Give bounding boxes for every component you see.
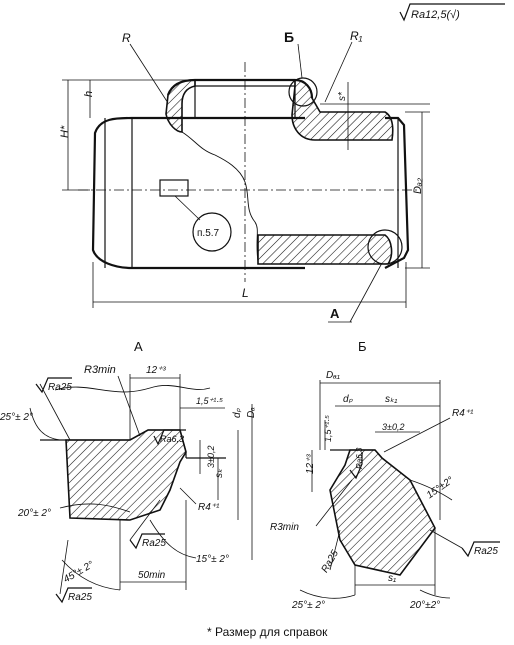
main-view: п.5.7 R Б R₁ s* h H* Dₐ₂ L (59, 29, 430, 323)
detail-B-section (329, 449, 436, 576)
A-sk: sₖ (214, 468, 225, 478)
B-dim-3: 3±0,2 (382, 422, 404, 432)
B-ra63-symbol (349, 452, 363, 480)
label-A: А (330, 306, 340, 321)
label-s-star: s* (337, 91, 348, 101)
ref-circle (192, 212, 232, 252)
B-ra25-left-leader (329, 529, 341, 571)
section-top-left (165, 79, 196, 133)
B-dp: dₚ (343, 394, 354, 405)
A-ra25-top-symbol (35, 377, 72, 394)
detail-A-title: А (134, 339, 143, 354)
B-r4: R4⁺¹ (452, 408, 474, 419)
ref-note-text: п.5.7 (197, 228, 220, 239)
A-r4-leader (179, 487, 197, 505)
label-B: Б (284, 29, 294, 45)
A-ra25-mid-symbol (129, 533, 165, 550)
B-r3min: R3min (270, 522, 299, 533)
A-angle-45: 45°± 2° (62, 559, 96, 585)
B-Da1: Dₐ₁ (326, 370, 340, 381)
B-ra63: Ra6,3 (355, 447, 364, 469)
A-dim-12-text: 12⁺³ (146, 365, 166, 376)
B-r4-leader (383, 417, 451, 453)
A-ra25-bottom-leader (59, 539, 69, 595)
A-angle-25-arc (29, 407, 61, 441)
A-angle-45-arc (61, 559, 121, 591)
A-ra63-symbol (153, 429, 186, 446)
A-Da: Dₐ (246, 407, 257, 418)
B-angle-25: 25°± 2° (291, 600, 325, 611)
A-angle-25: 25°± 2° (0, 412, 33, 423)
A-angle-15-arc (149, 519, 197, 559)
A-ra25-bottom-symbol (55, 587, 92, 604)
label-R1: R₁ (350, 29, 363, 43)
A-r4: R4⁺¹ (198, 502, 220, 513)
body-outline (91, 116, 410, 270)
detail-B-circle (288, 77, 318, 107)
A-ra25-mid-leader (129, 499, 161, 541)
label-L: L (242, 286, 249, 300)
break-line (181, 131, 259, 263)
A-angle-20: 20°± 2° (17, 508, 51, 519)
A-ra25-mid: Ra25 (142, 538, 166, 549)
leader-A (349, 262, 383, 323)
detail-B-top-edge (330, 449, 383, 459)
leader-R (129, 43, 169, 104)
A-dp: dₚ (232, 407, 243, 418)
B-r3min-leader (315, 479, 353, 527)
A-ra25-bottom: Ra25 (68, 592, 92, 603)
label-H: H* (59, 125, 71, 138)
B-dim-1-5: 1,5⁺¹·⁵ (323, 415, 333, 442)
leader-R1 (324, 41, 353, 103)
roughness-symbol: Ra12,5(√) (399, 3, 505, 22)
detail-B-title: Б (358, 339, 367, 354)
B-angle-25-arc (299, 589, 356, 599)
label-R: R (122, 31, 131, 45)
B-angle-20: 20°±2° (409, 600, 440, 611)
A-dim-1-5: 1,5⁺¹·⁵ (196, 396, 223, 406)
label-Da2: Dₐ₂ (412, 177, 424, 194)
B-dim-12: 12⁺³ (305, 454, 316, 474)
label-h: h (83, 91, 95, 97)
detail-A: А 12⁺³ R3min 1,5⁺¹·⁵ dₚ Dₐ Ra25 25°± 2° … (0, 339, 257, 604)
section-top-right (291, 79, 394, 141)
detail-A-circle (367, 229, 403, 265)
A-dim-3: 3±0,2 (206, 446, 216, 468)
A-r3min-leader (117, 375, 141, 437)
leader-B (297, 43, 303, 79)
detail-A-bevel (179, 429, 187, 458)
detail-B: Б Dₐ₁ dₚ sₖ₁ 1,5⁺¹·⁵ 3±0,2 R4⁺¹ 12⁺³ Ra6… (270, 339, 500, 611)
footnote: * Размер для справок (207, 625, 328, 639)
marking-area (159, 179, 189, 197)
A-dim-50: 50min (138, 570, 166, 581)
section-bottom (257, 234, 393, 265)
B-ra25-left: Ra25 (320, 548, 342, 575)
A-r3min: R3min (84, 364, 116, 376)
A-ra25-top-leader (39, 383, 71, 441)
A-ra25-top: Ra25 (48, 382, 72, 393)
detail-A-break-top (54, 385, 211, 393)
B-sk1: sₖ₁ (385, 394, 397, 405)
B-s1: s₁ (388, 573, 396, 584)
A-angle-20-arc (59, 503, 131, 513)
A-angle-15: 15°± 2° (196, 554, 229, 565)
marking-leader (174, 195, 201, 221)
B-angle-20-arc (419, 589, 451, 599)
B-ra25-right-symbol (461, 541, 500, 558)
A-ra63: Ra6,3 (160, 434, 184, 444)
B-angle-15-arc (409, 479, 453, 501)
roughness-symbol-text: Ra12,5(√) (411, 9, 460, 21)
B-ra25-right: Ra25 (474, 546, 498, 557)
